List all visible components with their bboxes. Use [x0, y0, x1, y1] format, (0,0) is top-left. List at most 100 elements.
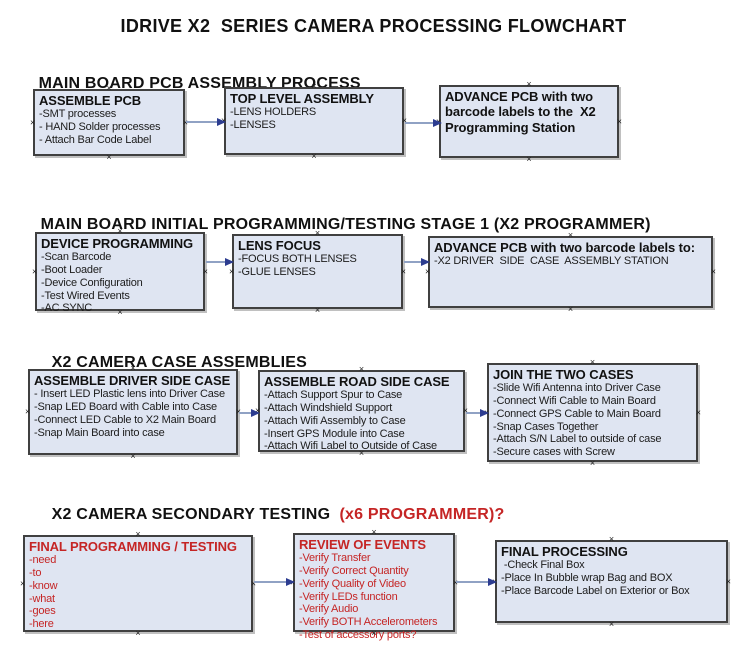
box-title: ADVANCE PCB with two barcode labels to:: [434, 240, 695, 255]
box-line: -X2 DRIVER SIDE CASE ASSEMBLY STATION: [434, 255, 669, 268]
connection-handle-icon: ×: [130, 451, 136, 461]
section-header-text: X2 CAMERA SECONDARY TESTING: [51, 506, 340, 523]
box-title: TOP LEVEL ASSEMBLY: [230, 91, 374, 106]
box-items: - Insert LED Plastic lens into Driver Ca…: [34, 388, 232, 439]
connection-handle-icon: ×: [452, 577, 458, 587]
connection-handle-icon: ×: [371, 628, 377, 638]
arrowhead-icon: [251, 409, 260, 417]
connection-handle-icon: ×: [567, 230, 574, 240]
arrowhead-icon: [480, 409, 489, 417]
flow-box-assemble-driver-side-case[interactable]: ASSEMBLE DRIVER SIDE CASE - Insert LED P…: [25, 364, 241, 461]
box-items: -X2 DRIVER SIDE CASE ASSEMBLY STATION: [434, 255, 707, 268]
flow-box-advance-pcb-programming-station[interactable]: ADVANCE PCB with two barcode labels to t…: [436, 80, 622, 164]
flow-box-assemble-pcb[interactable]: ASSEMBLE PCB -SMT processes- HAND Solder…: [30, 84, 188, 162]
box-line: -Place Barcode Label on Exterior or Box: [501, 584, 690, 597]
box-line: -Check Final Box: [501, 559, 585, 572]
connection-handle-icon: ×: [401, 115, 407, 126]
box-line: -Test Wired Events: [41, 289, 130, 302]
box-line: -Snap LED Board with Cable into Case: [34, 401, 217, 414]
box-items: -Slide Wifi Antenna into Driver Case-Con…: [493, 382, 692, 459]
box-line: -Boot Loader: [41, 264, 103, 277]
section-header-secondary-testing: X2 CAMERA SECONDARY TESTING (x6 PROGRAMM…: [33, 488, 505, 542]
box-line: -Verify Correct Quantity: [299, 565, 409, 578]
connection-handle-icon: ×: [202, 266, 208, 276]
box-line: -Verify BOTH Accelerometers: [299, 616, 438, 629]
box-line: - Insert LED Plastic lens into Driver Ca…: [34, 388, 225, 401]
box-title: ASSEMBLE DRIVER SIDE CASE: [34, 373, 231, 388]
connection-handle-icon: ×: [314, 305, 321, 315]
box-items: -Attach Support Spur to Case-Attach Wind…: [264, 389, 459, 453]
connection-handle-icon: ×: [371, 527, 377, 537]
flow-box-final-programming-testing[interactable]: FINAL PROGRAMMING / TESTING -need-to-kno…: [20, 530, 256, 638]
flow-box-device-programming[interactable]: DEVICE PROGRAMMING -Scan Barcode-Boot Lo…: [32, 227, 208, 317]
section-header-text: X2 CAMERA CASE ASSEMBLIES: [51, 354, 307, 371]
box-line: -here: [29, 618, 54, 631]
box-line: -FOCUS BOTH LENSES: [238, 253, 357, 266]
connection-handle-icon: ×: [710, 266, 716, 277]
box-line: -Verify LEDs function: [299, 590, 398, 603]
box-line: -Scan Barcode: [41, 251, 112, 264]
connection-handle-icon: ×: [229, 266, 235, 276]
arrowhead-icon: [488, 578, 497, 586]
box-title: ADVANCE PCB with two barcode labels to t…: [445, 89, 600, 135]
connection-handle-icon: ×: [135, 529, 141, 539]
section-header-text: MAIN BOARD INITIAL PROGRAMMING/TESTING S…: [40, 216, 651, 233]
connection-handle-icon: ×: [608, 619, 615, 629]
connection-handle-icon: ×: [20, 578, 26, 588]
connection-handle-icon: ×: [589, 458, 596, 468]
flow-box-review-of-events[interactable]: REVIEW OF EVENTS -Verify Transfer-Verify…: [290, 528, 458, 641]
flow-box-top-level-assembly[interactable]: TOP LEVEL ASSEMBLY -LENS HOLDERS-LENSES …: [221, 82, 407, 161]
box-line: -Place In Bubble wrap Bag and BOX: [501, 572, 673, 585]
box-title: ASSEMBLE ROAD SIDE CASE: [264, 374, 450, 389]
connection-handle-icon: ×: [608, 534, 615, 544]
connection-handle-icon: ×: [106, 152, 112, 162]
box-items: -Check Final Box-Place In Bubble wrap Ba…: [501, 559, 722, 597]
connection-handle-icon: ×: [526, 154, 532, 164]
box-line: -Connect Wifi Cable to Main Board: [493, 395, 656, 408]
connection-handle-icon: ×: [117, 307, 123, 317]
flow-arrow: [456, 578, 497, 586]
box-line: -need: [29, 554, 57, 567]
box-line: -Connect LED Cable to X2 Main Board: [34, 413, 216, 426]
flow-box-advance-pcb-driver-side-station[interactable]: ADVANCE PCB with two barcode labels to: …: [425, 231, 716, 314]
connection-handle-icon: ×: [725, 576, 731, 586]
flow-arrow: [186, 118, 226, 126]
box-title: FINAL PROCESSING: [501, 544, 628, 559]
box-title: FINAL PROGRAMMING / TESTING: [29, 539, 237, 554]
section-header-highlight: (x6 PROGRAMMER)?: [339, 506, 505, 523]
box-line: -AC SYNC: [41, 302, 92, 315]
connection-handle-icon: ×: [25, 406, 31, 417]
flow-box-assemble-road-side-case[interactable]: ASSEMBLE ROAD SIDE CASE -Attach Support …: [255, 365, 468, 458]
flow-box-final-processing[interactable]: FINAL PROCESSING -Check Final Box-Place …: [492, 535, 731, 629]
box-title: LENS FOCUS: [238, 238, 321, 253]
box-line: -Verify Transfer: [299, 552, 371, 565]
flow-arrow: [254, 578, 295, 586]
flow-box-lens-focus[interactable]: LENS FOCUS -FOCUS BOTH LENSES-GLUE LENSE…: [229, 229, 406, 315]
box-line: - HAND Solder processes: [39, 121, 161, 134]
connection-handle-icon: ×: [117, 226, 123, 236]
flow-box-join-the-two-cases[interactable]: JOIN THE TWO CASES -Slide Wifi Antenna i…: [484, 358, 701, 468]
arrowhead-icon: [225, 258, 234, 266]
box-line: -goes: [29, 605, 56, 618]
connection-handle-icon: ×: [567, 304, 574, 314]
connection-handle-icon: ×: [695, 407, 701, 417]
box-line: -Attach Wifi Assembly to Case: [264, 414, 406, 427]
connection-handle-icon: ×: [311, 151, 317, 161]
connection-handle-icon: ×: [311, 81, 317, 91]
box-line: -to: [29, 567, 42, 580]
box-title: JOIN THE TWO CASES: [493, 367, 634, 382]
box-line: -Test of accessory ports?: [299, 628, 417, 641]
box-line: -Attach Support Spur to Case: [264, 389, 403, 402]
box-line: -know: [29, 579, 58, 592]
box-line: -Attach S/N Label to outside of case: [493, 433, 662, 446]
arrowhead-icon: [421, 258, 430, 266]
box-line: -Verify Audio: [299, 603, 359, 616]
connection-handle-icon: ×: [589, 357, 596, 367]
box-line: -Attach Wifi Label to Outside of Case: [264, 440, 437, 453]
connection-handle-icon: ×: [235, 406, 241, 417]
box-line: -Insert GPS Module into Case: [264, 427, 405, 440]
page-title: IDRIVE X2 SERIES CAMERA PROCESSING FLOWC…: [120, 16, 627, 36]
flow-arrow: [405, 119, 442, 127]
connection-handle-icon: ×: [130, 363, 136, 373]
